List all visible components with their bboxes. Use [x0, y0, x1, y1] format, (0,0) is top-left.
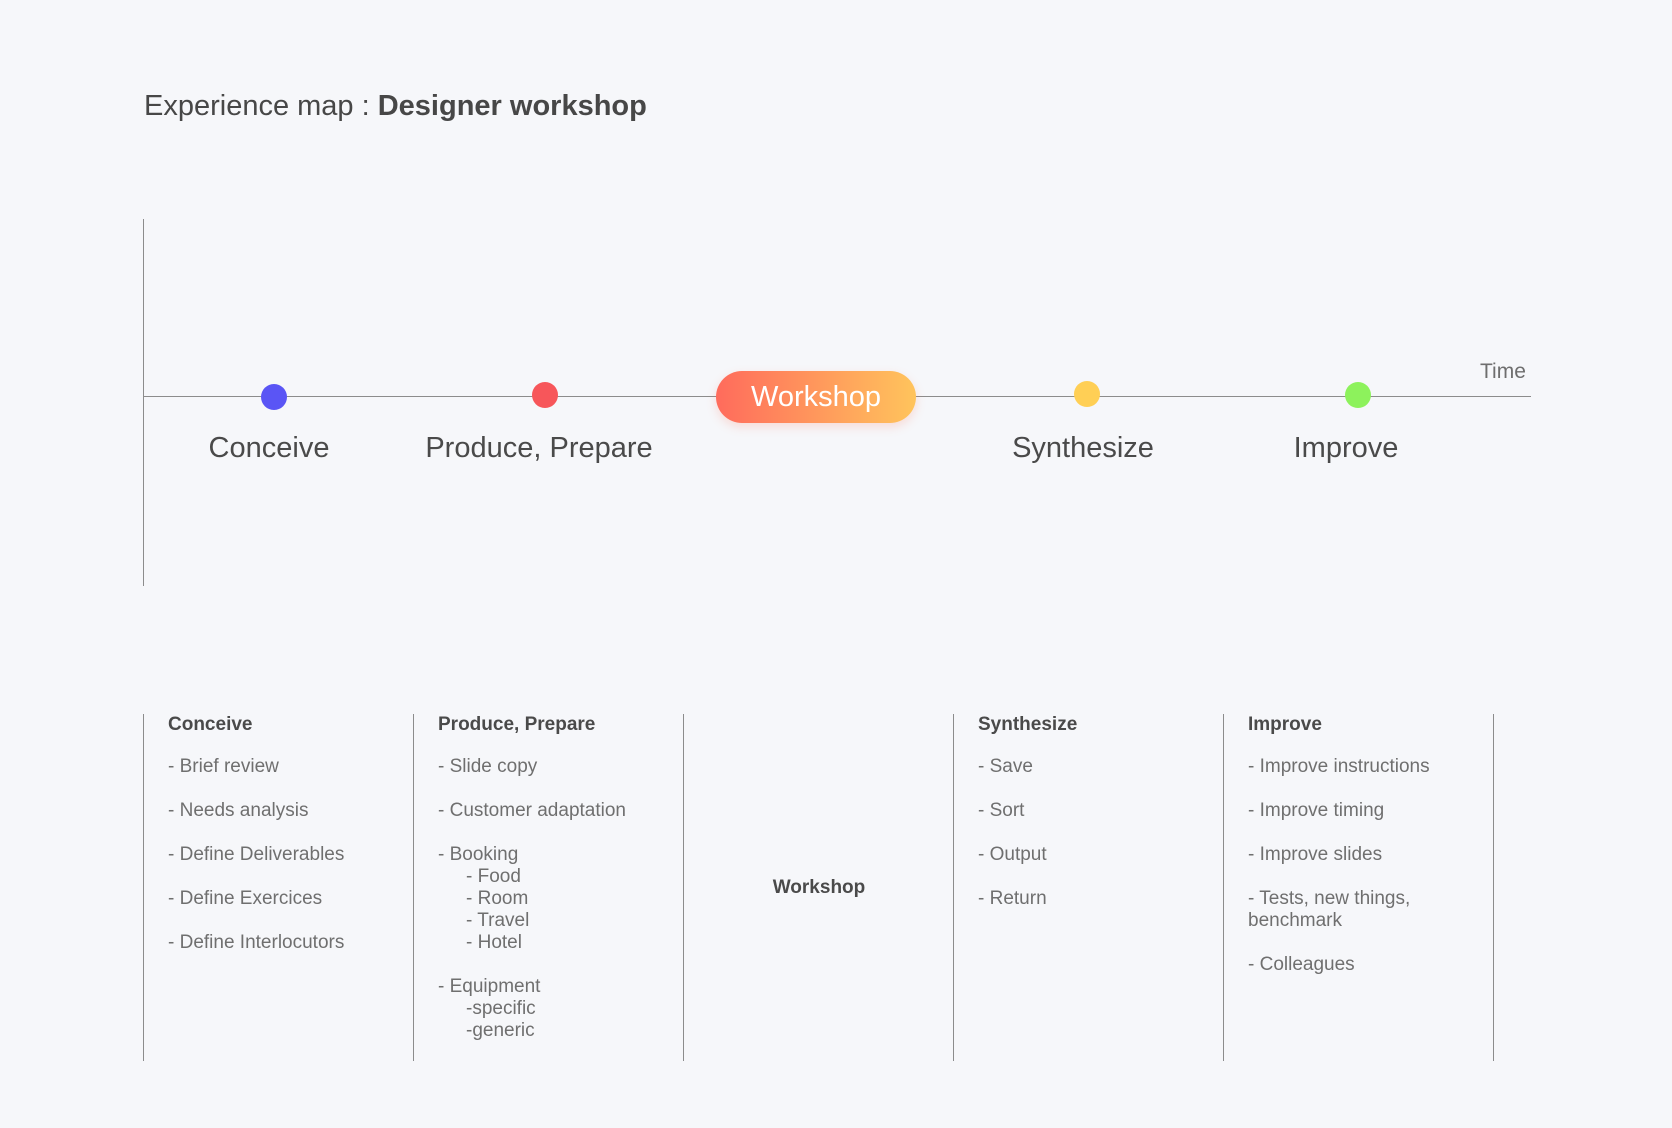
stage-label-improve: Improve: [1293, 432, 1399, 464]
stage-dot-synthesize: [1074, 381, 1100, 407]
list-item: - Booking - Food - Room - Travel - Hotel: [438, 844, 688, 954]
column-improve: Improve - Improve instructions - Improve…: [1248, 714, 1463, 1061]
sub-item: - Food: [466, 866, 521, 887]
column-divider: [1223, 714, 1224, 1061]
list-item: - Define Interlocutors: [168, 932, 345, 953]
list-item-text: - Booking: [438, 844, 519, 865]
sub-item: -specific: [466, 998, 536, 1019]
column-produce-prepare: Produce, Prepare - Slide copy - Customer…: [438, 714, 688, 1061]
list-item: - Improve timing: [1248, 800, 1385, 821]
column-divider: [1493, 714, 1494, 1061]
column-workshop: Workshop: [694, 714, 944, 1061]
list-item: - Define Deliverables: [168, 844, 345, 865]
stage-label-produce-prepare: Produce, Prepare: [425, 432, 653, 464]
list-item: - Sort: [978, 800, 1025, 821]
sub-item: -generic: [466, 1020, 535, 1041]
page-title: Experience map : Designer workshop: [144, 90, 647, 123]
column-divider: [953, 714, 954, 1061]
column-divider: [413, 714, 414, 1061]
column-title: Improve: [1248, 714, 1322, 735]
time-axis-label: Time: [1480, 360, 1526, 383]
list-item: - Equipment -specific -generic: [438, 976, 688, 1042]
stage-label-conceive: Conceive: [208, 432, 330, 464]
list-item: - Return: [978, 888, 1047, 909]
title-emphasis: Designer workshop: [377, 90, 647, 122]
list-item: - Customer adaptation: [438, 800, 626, 821]
stage-dot-conceive: [261, 384, 287, 410]
list-item: - Brief review: [168, 756, 279, 777]
list-item: - Tests, new things, benchmark: [1248, 888, 1411, 931]
list-item: - Improve instructions: [1248, 756, 1430, 777]
sub-item: - Travel: [466, 910, 530, 931]
sub-item: - Hotel: [466, 932, 522, 953]
column-title: Workshop: [772, 876, 866, 898]
column-divider: [143, 714, 144, 1061]
sub-item: - Room: [466, 888, 529, 909]
list-item: - Save: [978, 756, 1033, 777]
list-item-text: - Equipment: [438, 976, 541, 997]
list-item: - Define Exercices: [168, 888, 323, 909]
task-list: - Improve instructions - Improve timing …: [1248, 756, 1463, 976]
column-conceive: Conceive - Brief review - Needs analysis…: [168, 714, 418, 1061]
task-list: - Brief review - Needs analysis - Define…: [168, 756, 418, 954]
list-item: - Improve slides: [1248, 844, 1383, 865]
column-title: Produce, Prepare: [438, 714, 596, 735]
stage-label-synthesize: Synthesize: [1012, 432, 1154, 464]
title-prefix: Experience map :: [144, 90, 378, 122]
stage-pill-workshop: Workshop: [716, 371, 916, 423]
task-list: - Save - Sort - Output - Return: [978, 756, 1228, 910]
task-list: - Slide copy - Customer adaptation - Boo…: [438, 756, 688, 1042]
stage-dot-produce-prepare: [532, 382, 558, 408]
list-item: - Output: [978, 844, 1047, 865]
list-item: - Colleagues: [1248, 954, 1355, 975]
column-title: Synthesize: [978, 714, 1078, 735]
list-item: - Needs analysis: [168, 800, 309, 821]
list-item: - Slide copy: [438, 756, 538, 777]
column-title: Conceive: [168, 714, 253, 735]
column-divider: [683, 714, 684, 1061]
column-synthesize: Synthesize - Save - Sort - Output - Retu…: [978, 714, 1228, 1061]
vertical-axis: [143, 219, 144, 586]
stage-dot-improve: [1345, 382, 1371, 408]
